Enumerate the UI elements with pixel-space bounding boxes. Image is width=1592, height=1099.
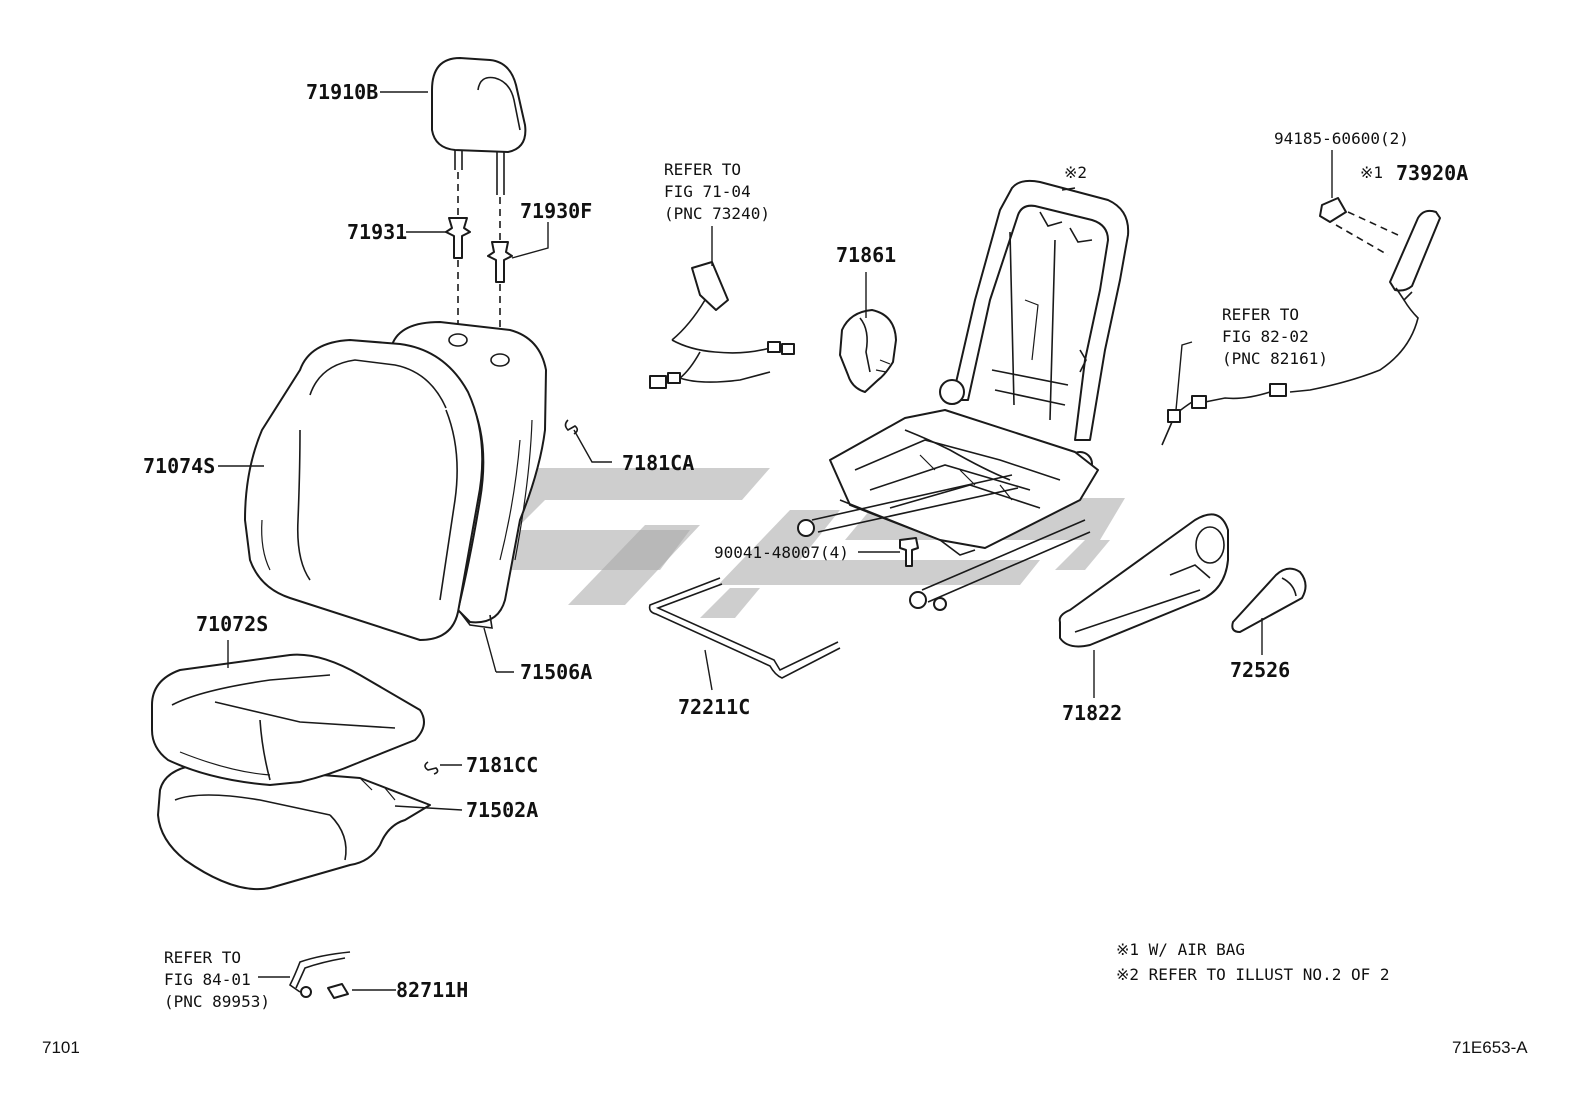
label-cushion-clip: 7181CC <box>466 753 538 777</box>
headrest-guide-drawing <box>487 241 513 355</box>
svg-text:REFER TO: REFER TO <box>664 160 741 179</box>
svg-text:REFER TO: REFER TO <box>164 948 241 967</box>
svg-text:(PNC 82161): (PNC 82161) <box>1222 349 1328 368</box>
cushion-clip-drawing <box>424 761 439 775</box>
ref-airbag-wire: REFER TO FIG 82-02 (PNC 82161) <box>1222 305 1328 368</box>
page-code: 7101 <box>42 1038 80 1057</box>
label-headrest-guide: 71930F <box>520 199 592 223</box>
label-airbag: 73920A <box>1396 161 1468 185</box>
label-wire: 72211C <box>678 695 750 719</box>
note-airbag: ※1 W/ AIR BAG <box>1116 940 1245 959</box>
label-cushion-cover: 71072S <box>196 612 268 636</box>
headrest-support-drawing <box>445 217 471 335</box>
label-seat-bolt: 90041-48007(4) <box>714 543 849 562</box>
label-seatback-clip: 7181CA <box>622 451 694 475</box>
label-side-shield: 71822 <box>1062 701 1122 725</box>
label-headrest-support: 71931 <box>347 220 407 244</box>
label-seatback-pad: 71506A <box>520 660 592 684</box>
seatback-clip-drawing <box>564 419 579 435</box>
label-seatback-cover: 71074S <box>143 454 215 478</box>
wire-harness-drawing <box>288 951 351 999</box>
seatback-drawing <box>244 321 547 641</box>
wire-drawing <box>648 577 841 679</box>
svg-text:REFER TO: REFER TO <box>1222 305 1299 324</box>
seat-frame-drawing <box>797 179 1130 611</box>
svg-text:FIG 71-04: FIG 71-04 <box>664 182 751 201</box>
seatbelt-buckle-drawing <box>649 261 795 389</box>
svg-text:FIG 82-02: FIG 82-02 <box>1222 327 1309 346</box>
cushion-drawing <box>151 653 431 891</box>
frame-note-mark: ※2 <box>1064 163 1087 182</box>
airbag-note-mark: ※1 <box>1360 163 1383 182</box>
label-headrest: 71910B <box>306 80 378 104</box>
svg-text:(PNC 73240): (PNC 73240) <box>664 204 770 223</box>
ref-sensor: REFER TO FIG 84-01 (PNC 89953) <box>164 948 270 1011</box>
svg-text:FIG 84-01: FIG 84-01 <box>164 970 251 989</box>
svg-text:(PNC 89953): (PNC 89953) <box>164 992 270 1011</box>
label-knob: 72526 <box>1230 658 1290 682</box>
notes: ※1 W/ AIR BAG ※2 REFER TO ILLUST NO.2 OF… <box>1116 940 1390 984</box>
headrest-drawing <box>431 57 527 242</box>
side-shield-cover-drawing <box>839 309 897 393</box>
label-side-shield-cover: 71861 <box>836 243 896 267</box>
label-wire-harness: 82711H <box>396 978 468 1002</box>
label-cushion-pad: 71502A <box>466 798 538 822</box>
side-shield-drawing <box>1058 513 1229 648</box>
airbag-drawing <box>1161 197 1441 446</box>
ref-seatbelt: REFER TO FIG 71-04 (PNC 73240) <box>664 160 770 223</box>
note-illustration: ※2 REFER TO ILLUST NO.2 OF 2 <box>1116 965 1390 984</box>
illustration-code: 71E653-A <box>1452 1038 1528 1057</box>
knob-drawing <box>1231 567 1307 633</box>
label-airbag-nut: 94185-60600(2) <box>1274 129 1409 148</box>
seat-bolt-drawing <box>899 537 919 567</box>
leader-lines <box>218 91 1333 991</box>
part-labels: 71910B 71931 71930F 71074S 7181CA 71506A… <box>143 80 1468 1002</box>
